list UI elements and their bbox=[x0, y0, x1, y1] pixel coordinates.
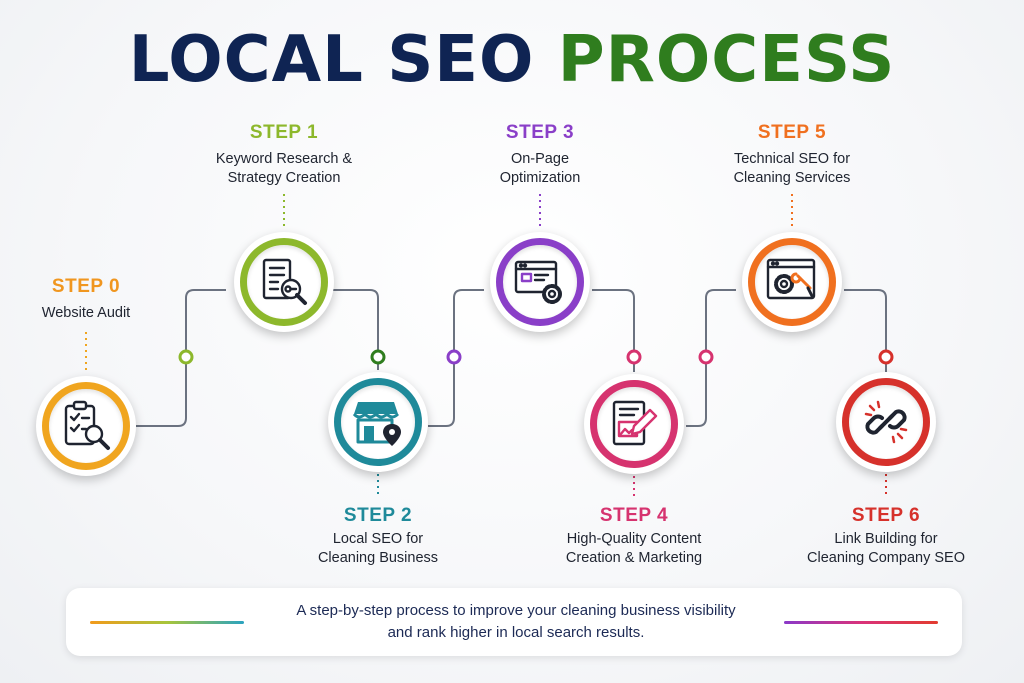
connector-3-4 bbox=[592, 289, 635, 372]
step-1-node bbox=[234, 232, 334, 332]
document-pen-icon bbox=[612, 400, 658, 446]
step-2-label: STEP 2 bbox=[343, 505, 413, 526]
footer-line-1: A step-by-step process to improve your c… bbox=[296, 602, 736, 619]
footer-line-2: and rank higher in local search results. bbox=[387, 624, 645, 641]
browser-wrench-gear-icon bbox=[766, 258, 816, 300]
step-5-line-2: Cleaning Services bbox=[733, 170, 851, 186]
footer-gradient-line-left bbox=[90, 621, 244, 624]
step-3-ring bbox=[496, 238, 584, 326]
connector-dot bbox=[370, 349, 386, 365]
connector-dot bbox=[178, 349, 194, 365]
connector-1-2 bbox=[332, 289, 379, 370]
step-6-label: STEP 6 bbox=[851, 505, 921, 526]
connector-dot bbox=[878, 349, 894, 365]
step-6-line-2: Cleaning Company SEO bbox=[807, 550, 965, 566]
step-3-node bbox=[490, 232, 590, 332]
storefront-location-icon bbox=[352, 402, 401, 446]
step-3-line-2: Optimization bbox=[499, 170, 581, 186]
browser-gear-icon bbox=[514, 260, 562, 304]
document-key-search-icon bbox=[262, 258, 307, 305]
step-0-ring bbox=[42, 382, 130, 470]
step-1-line-1: Keyword Research & bbox=[215, 151, 353, 167]
step-6-line-1: Link Building for bbox=[834, 531, 938, 547]
step-0-line-1: Website Audit bbox=[41, 305, 131, 321]
step-5-line-1: Technical SEO for bbox=[733, 151, 851, 167]
step-2-line-1: Local SEO for bbox=[332, 531, 424, 547]
step-4-label: STEP 4 bbox=[599, 505, 669, 526]
step-3-label: STEP 3 bbox=[505, 122, 575, 143]
title-part-local-seo: LOCAL SEO bbox=[128, 23, 535, 97]
step-1-label: STEP 1 bbox=[249, 122, 319, 143]
connector-dot bbox=[626, 349, 642, 365]
footer-banner: A step-by-step process to improve your c… bbox=[66, 588, 962, 656]
connector-5-6 bbox=[844, 289, 887, 372]
step-4-node bbox=[584, 374, 684, 474]
step-4-line-1: High-Quality Content bbox=[566, 531, 702, 547]
step-3-line-1: On-Page bbox=[510, 151, 570, 167]
step-5-label: STEP 5 bbox=[757, 122, 827, 143]
step-1-line-2: Strategy Creation bbox=[227, 170, 341, 186]
connector-dot bbox=[446, 349, 462, 365]
step-2-ring bbox=[334, 378, 422, 466]
connector-dot bbox=[698, 349, 714, 365]
clipboard-magnifier-icon bbox=[64, 400, 110, 450]
page-title: LOCAL SEO PROCESS bbox=[0, 20, 1024, 100]
step-2-node bbox=[328, 372, 428, 472]
chain-link-icon bbox=[864, 400, 908, 444]
title-part-process: PROCESS bbox=[557, 23, 896, 97]
footer-gradient-line-right bbox=[784, 621, 938, 624]
step-5-node bbox=[742, 232, 842, 332]
footer-text: A step-by-step process to improve your c… bbox=[266, 600, 766, 644]
step-0-label: STEP 0 bbox=[51, 276, 121, 297]
step-6-node bbox=[836, 372, 936, 472]
step-4-line-2: Creation & Marketing bbox=[565, 550, 703, 566]
step-0-node bbox=[36, 376, 136, 476]
step-2-line-2: Cleaning Business bbox=[317, 550, 439, 566]
step-4-ring bbox=[590, 380, 678, 468]
